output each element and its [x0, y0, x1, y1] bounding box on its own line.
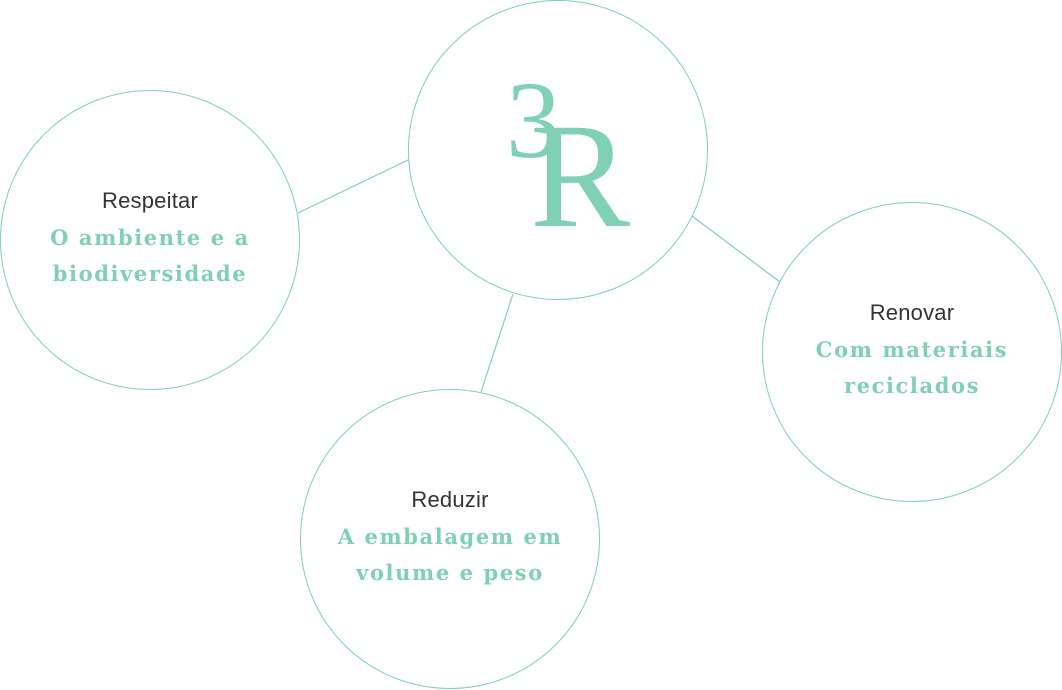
- node-title: Renovar: [869, 300, 955, 325]
- node-description-line: biodiversidade: [52, 261, 248, 286]
- node-description-line: A embalagem em: [337, 524, 563, 549]
- logo-superscript: 3: [506, 59, 561, 181]
- node-description-line: O ambiente e a: [50, 225, 250, 250]
- logo-letter: R: [530, 93, 631, 259]
- logo-3r: 3 R: [478, 59, 638, 251]
- connector-reduzir: [480, 293, 514, 393]
- node-description: A embalagem em volume e peso: [338, 519, 563, 591]
- node-respeitar: Respeitar O ambiente e a biodiversidade: [0, 90, 300, 390]
- center-circle: 3 R: [408, 0, 708, 300]
- node-reduzir: Reduzir A embalagem em volume e peso: [300, 389, 600, 689]
- node-title: Respeitar: [102, 188, 198, 213]
- node-description: O ambiente e a biodiversidade: [50, 220, 250, 292]
- node-description-line: volume e peso: [356, 560, 544, 585]
- node-renovar: Renovar Com materiais reciclados: [762, 202, 1062, 502]
- connector-renovar: [691, 215, 781, 283]
- connector-respeitar: [297, 158, 411, 214]
- node-description-line: reciclados: [843, 373, 981, 398]
- node-description-line: Com materiais: [815, 337, 1009, 362]
- node-title: Reduzir: [411, 487, 489, 512]
- node-description: Com materiais reciclados: [816, 332, 1008, 404]
